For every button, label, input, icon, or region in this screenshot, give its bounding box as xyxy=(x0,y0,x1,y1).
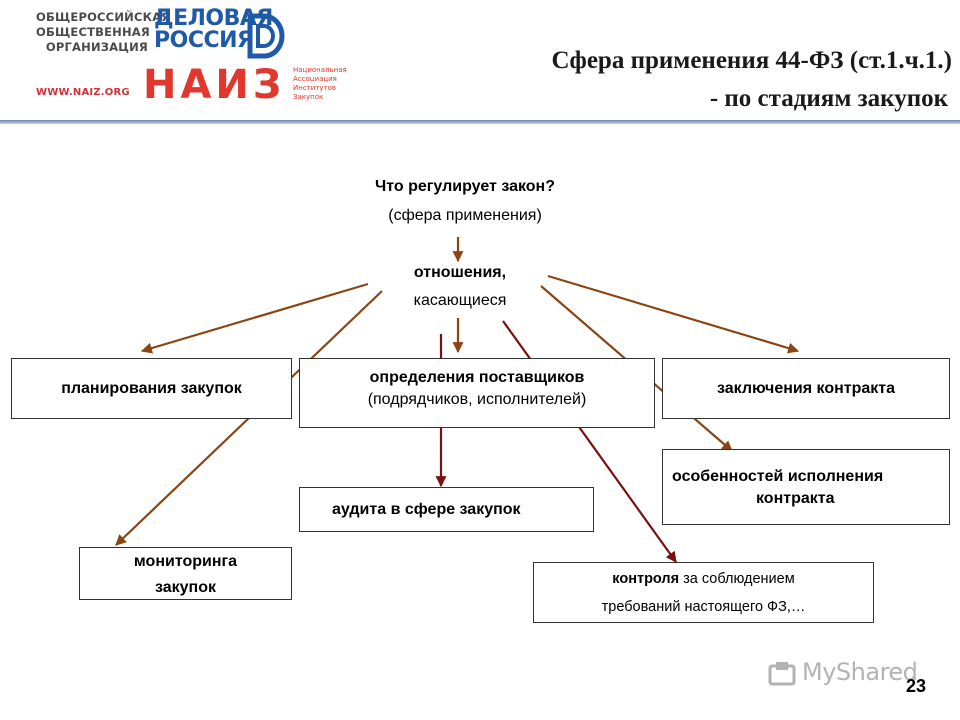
box-monitoring-line2: закупок xyxy=(155,579,216,596)
box-execution-line1: особенностей исполнения xyxy=(672,468,884,485)
diagram-question: Что регулирует закон? xyxy=(375,178,555,195)
header-divider xyxy=(0,120,960,124)
slide-title-line2: - по стадиям закупок xyxy=(709,85,948,112)
logo-website-link[interactable]: WWW.NAIZ.ORG xyxy=(36,87,130,98)
logo-dr-line1: ДЕЛОВАЯ xyxy=(154,6,273,31)
page-number: 23 xyxy=(906,676,927,696)
logo-dr-line2: РОССИЯ xyxy=(154,28,254,53)
logo-naiz-subtitle: Национальная Ассоциация Институтов Закуп… xyxy=(293,66,363,102)
box-contract-conclusion: заключения контракта xyxy=(662,358,950,419)
logo-org-text: ОБЩЕРОССИЙСКАЯ ОБЩЕСТВЕННАЯ ОРГАНИЗАЦИЯ xyxy=(36,10,171,55)
box-planning-label: планирования закупок xyxy=(61,379,242,397)
logo-delovaya-rossiya: ДЕЛОВАЯ РОССИЯ xyxy=(154,8,273,52)
logo-org-line: ОРГАНИЗАЦИЯ xyxy=(45,40,148,54)
box-control-bold: контроля xyxy=(612,571,680,587)
box-audit-label: аудита в сфере закупок xyxy=(332,500,521,518)
box-determination-line2: (подрядчиков, исполнителей) xyxy=(367,391,587,408)
logo-naiz-sub-line: Ассоциация xyxy=(293,75,337,83)
box-control-line1: контроля за соблюдением xyxy=(534,565,873,593)
slide-title-line1: Сфера применения 44-ФЗ (ст.1.ч.1.) xyxy=(551,47,952,74)
relations-label: касающиеся xyxy=(413,292,507,309)
logo-naiz-sub-line: Национальная xyxy=(293,66,347,74)
box-control-line2: требований настоящего ФЗ,… xyxy=(601,599,806,615)
watermark-text: MyShared xyxy=(802,658,918,686)
logo-org-line: ОБЩЕСТВЕННАЯ xyxy=(36,25,150,39)
arrow-to-planning xyxy=(140,282,369,354)
diagram-question-sub: (сфера применения) xyxy=(388,207,542,224)
arrow-to-contract xyxy=(547,274,800,354)
logo-org-line: ОБЩЕРОССИЙСКАЯ xyxy=(36,10,171,24)
box-determination-line1: определения поставщиков xyxy=(369,369,585,386)
box-control: контроля за соблюдением требований насто… xyxy=(533,562,874,623)
logo-naiz-sub-line: Закупок xyxy=(293,93,324,101)
box-audit: аудита в сфере закупок xyxy=(299,487,594,532)
watermark-logo-icon xyxy=(768,662,796,686)
logo-d-emblem-icon xyxy=(247,13,285,59)
box-planning: планирования закупок xyxy=(11,358,292,419)
box-monitoring: мониторинга закупок xyxy=(79,547,292,600)
box-execution-line2: контракта xyxy=(756,490,835,507)
relations-label-bold: отношения, xyxy=(413,264,507,281)
box-contract-execution: особенностей исполнения контракта xyxy=(662,449,950,525)
box-monitoring-line1: мониторинга xyxy=(133,553,238,570)
logo-naiz: НАИЗ xyxy=(143,62,286,108)
box-supplier-determination: определения поставщиков (подрядчиков, ис… xyxy=(299,358,655,428)
logo-naiz-sub-line: Институтов xyxy=(293,84,336,92)
box-control-rest: за соблюдением xyxy=(679,571,795,587)
box-contract-label: заключения контракта xyxy=(716,379,895,397)
